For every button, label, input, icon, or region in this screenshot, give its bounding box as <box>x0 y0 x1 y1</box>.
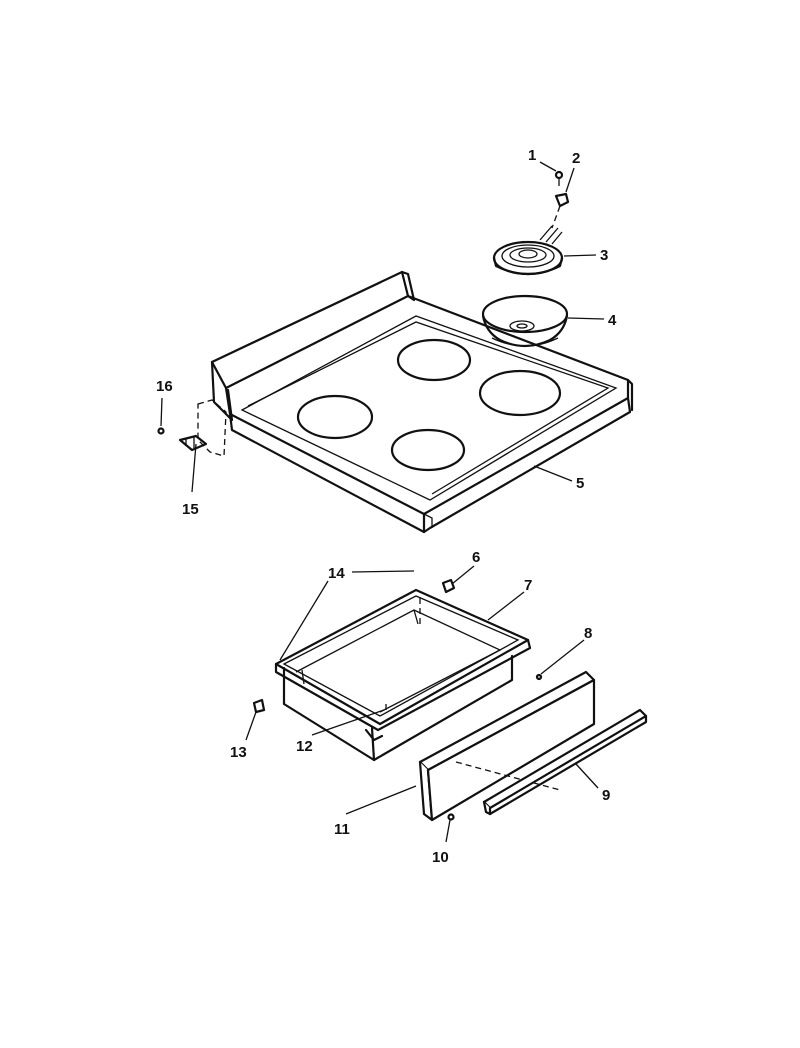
callout-12: 12 <box>296 738 313 755</box>
drip-pan-icon <box>481 294 569 348</box>
callout-2: 2 <box>572 150 580 167</box>
surface-element-icon <box>492 225 564 276</box>
callout-1: 1 <box>528 147 536 164</box>
terminal-block-icon <box>551 192 570 229</box>
callout-13: 13 <box>230 744 247 761</box>
drawer-front-panel <box>418 670 596 822</box>
callout-15: 15 <box>182 501 199 518</box>
callout-7: 7 <box>524 577 532 594</box>
drawer-body <box>274 588 532 762</box>
drawer-stop-icon <box>419 578 456 626</box>
hinge-screw-icon <box>157 427 165 435</box>
callout-11: 11 <box>334 821 350 838</box>
callout-labels: 1 2 3 4 5 6 7 8 9 10 11 12 13 14 15 16 <box>156 147 617 866</box>
callout-8: 8 <box>584 625 592 642</box>
drawer-glide-icon <box>252 698 266 714</box>
leader-lines <box>160 161 605 843</box>
callout-3: 3 <box>600 247 608 264</box>
callout-4: 4 <box>608 312 617 329</box>
callout-14: 14 <box>328 565 345 582</box>
cooktop-panel <box>210 270 634 534</box>
callout-6: 6 <box>472 549 480 566</box>
panel-screw-icon <box>447 673 543 821</box>
hinge-bracket-icon <box>178 399 227 457</box>
callout-9: 9 <box>602 787 610 804</box>
callout-16: 16 <box>156 378 173 395</box>
drawer-handle-trim <box>482 708 648 816</box>
callout-10: 10 <box>432 849 449 866</box>
callout-5: 5 <box>576 475 584 492</box>
screw-icon <box>554 170 564 186</box>
